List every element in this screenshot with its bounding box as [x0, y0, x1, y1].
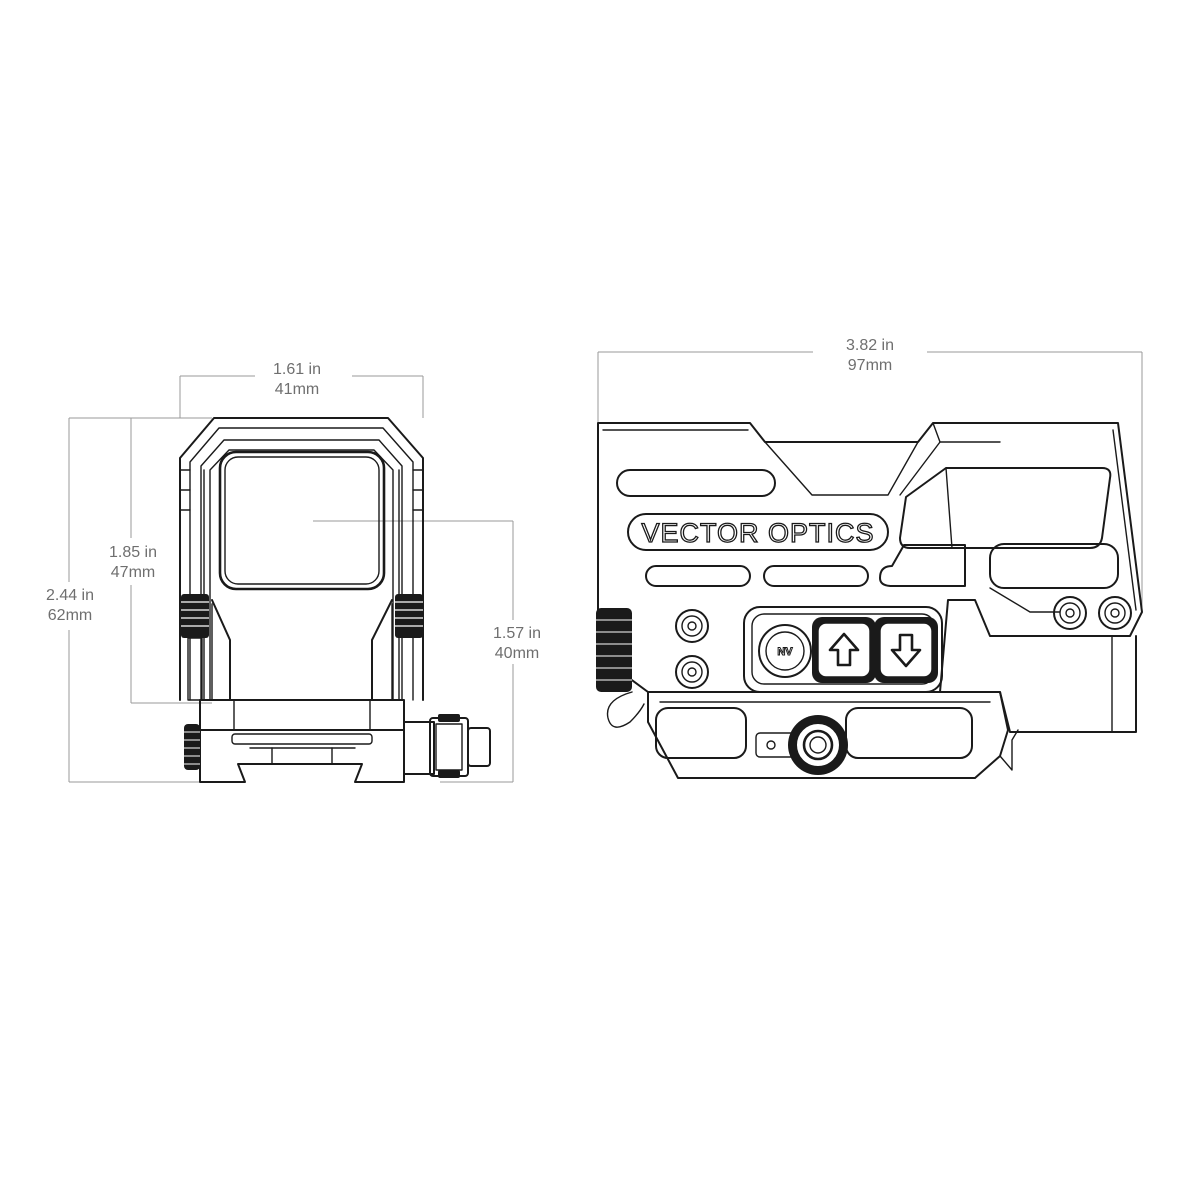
side-mount-base [647, 691, 1009, 779]
front-axis-height-mm: 40mm [495, 645, 539, 662]
side-length-dimension: 3.82 in 97mm [597, 337, 1143, 610]
side-length-in: 3.82 in [846, 337, 894, 354]
side-slot-lower-2 [763, 565, 869, 587]
side-logo-plate [627, 513, 889, 551]
front-width-in: 1.61 in [273, 361, 321, 378]
front-width-mm: 41mm [275, 381, 319, 398]
front-window-height-dimension: 1.85 in 47mm [109, 418, 212, 704]
knurled-knob-icon[interactable] [596, 608, 632, 692]
side-length-mm: 97mm [848, 357, 892, 374]
front-total-height-dimension: 2.44 in 62mm [46, 417, 212, 783]
side-slot-upper-2 [899, 467, 1112, 549]
up-button[interactable] [812, 617, 876, 683]
front-body [211, 599, 393, 701]
front-rail-mount [199, 729, 405, 783]
torx-screw-icon [1053, 596, 1087, 630]
side-rear-housing [939, 635, 1137, 733]
side-slot-upper-1 [616, 469, 776, 497]
torx-screw-icon [675, 655, 709, 689]
mount-knob[interactable] [788, 715, 848, 775]
front-window-height-mm: 47mm [111, 564, 155, 581]
front-lens-window [218, 450, 386, 591]
front-hood-outer [179, 417, 424, 701]
front-side-knob-right [395, 594, 423, 638]
front-optical-axis-dimension: 1.57 in 40mm [313, 520, 541, 783]
lanyard-loop [606, 691, 645, 728]
control-pad [743, 606, 943, 693]
front-base-knob [184, 724, 200, 770]
side-body-outline [597, 422, 1143, 693]
front-dimensions: 1.61 in 41mm 2.44 in 62mm 1.85 in 47mm 1… [46, 361, 541, 783]
arrow-up-icon [828, 632, 860, 667]
side-view-sight: VECTOR OPTICS [596, 422, 1143, 779]
side-slot-lower-1 [645, 565, 751, 587]
front-qd-lever [403, 714, 491, 778]
front-view-sight [179, 417, 491, 783]
side-slot-lower-4 [989, 543, 1119, 589]
front-hood-ribs [179, 469, 424, 701]
front-window-height-in: 1.85 in [109, 544, 157, 561]
front-side-knob-left [181, 594, 209, 701]
front-total-height-mm: 62mm [48, 607, 92, 624]
front-axis-height-in: 1.57 in [493, 625, 541, 642]
arrow-down-icon [890, 633, 922, 668]
torx-screw-icon [675, 609, 709, 643]
down-button[interactable] [874, 617, 938, 683]
front-total-height-in: 2.44 in [46, 587, 94, 604]
mount-slot-right [845, 707, 973, 759]
torx-screw-icon [1098, 596, 1132, 630]
nv-button-label: NV [777, 646, 793, 658]
nv-button[interactable]: NV [758, 624, 812, 678]
mount-slot-left [655, 707, 747, 759]
side-logo-text: VECTOR OPTICS [641, 518, 874, 548]
side-slot-lower-3 [879, 544, 966, 587]
front-base-plate [199, 699, 405, 731]
front-width-dimension: 1.61 in 41mm [179, 361, 424, 418]
